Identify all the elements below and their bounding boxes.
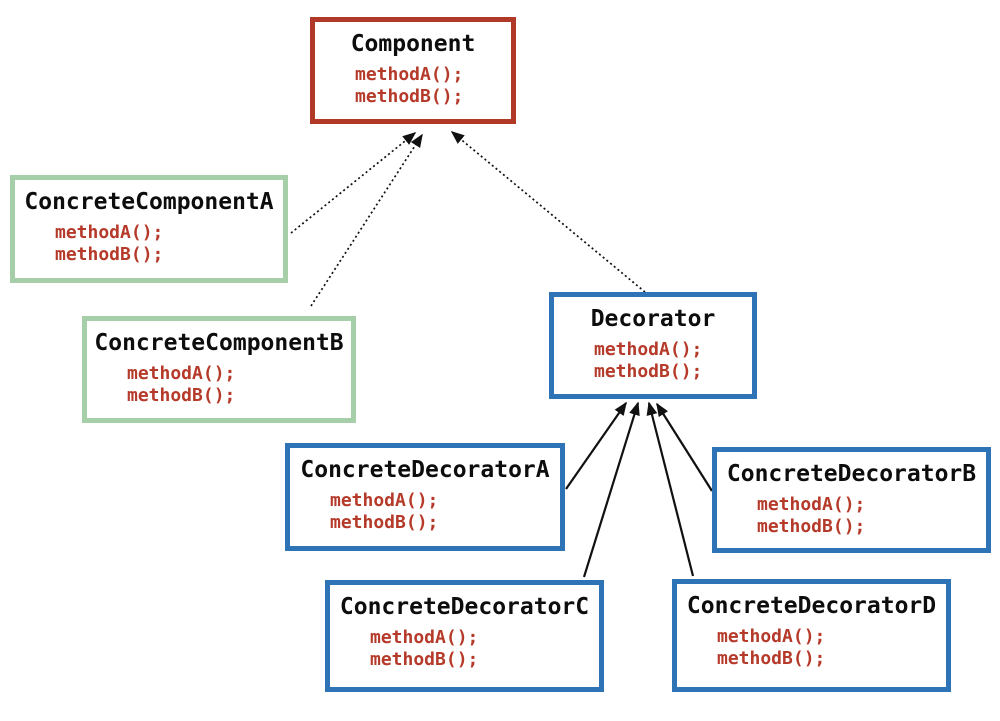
class-box-concrete-decorator-c: ConcreteDecoratorC methodA(); methodB();	[325, 580, 604, 692]
class-methods-concrete-component-b: methodA(); methodB();	[127, 363, 351, 407]
class-box-concrete-decorator-d: ConcreteDecoratorD methodA(); methodB();	[672, 579, 951, 692]
arrow-concrete-decorator-d-to-decorator	[646, 401, 695, 577]
method-line: methodA();	[717, 626, 826, 647]
method-line: methodA();	[127, 363, 236, 384]
method-line: methodA();	[370, 627, 479, 648]
inheritance-arrow-decorator-to-component	[450, 131, 646, 293]
class-box-concrete-decorator-b: ConcreteDecoratorB methodA(); methodB();	[712, 447, 991, 553]
method-line: methodB();	[370, 649, 479, 670]
method-line: methodB();	[717, 648, 826, 669]
class-methods-concrete-decorator-c: methodA(); methodB();	[370, 627, 599, 671]
class-box-concrete-component-b: ConcreteComponentB methodA(); methodB();	[82, 316, 356, 423]
method-line: methodA();	[355, 64, 464, 85]
class-methods-concrete-decorator-d: methodA(); methodB();	[717, 626, 946, 670]
inheritance-arrow-concrete-component-b-to-component	[310, 133, 423, 307]
class-methods-concrete-decorator-a: methodA(); methodB();	[330, 490, 560, 534]
class-box-component: Component methodA(); methodB();	[310, 17, 516, 124]
method-line: methodB();	[127, 385, 236, 406]
class-methods-concrete-decorator-b: methodA(); methodB();	[757, 494, 986, 538]
arrow-concrete-decorator-a-to-decorator	[565, 401, 627, 490]
class-box-concrete-decorator-a: ConcreteDecoratorA methodA(); methodB();	[285, 443, 565, 551]
class-name-concrete-decorator-b: ConcreteDecoratorB	[726, 461, 977, 487]
method-line: methodA();	[55, 222, 164, 243]
class-name-concrete-component-a: ConcreteComponentA	[24, 189, 274, 215]
class-box-decorator: Decorator methodA(); methodB();	[549, 292, 757, 399]
class-methods-decorator: methodA(); methodB();	[594, 339, 752, 383]
arrow-concrete-decorator-c-to-decorator	[582, 401, 640, 578]
method-line: methodB();	[355, 86, 464, 107]
method-line: methodA();	[594, 339, 703, 360]
class-name-decorator: Decorator	[590, 306, 716, 332]
method-line: methodA();	[757, 494, 866, 515]
class-box-concrete-component-a: ConcreteComponentA methodA(); methodB();	[10, 175, 288, 283]
class-name-concrete-decorator-d: ConcreteDecoratorD	[686, 593, 937, 619]
class-name-component: Component	[350, 31, 476, 57]
method-line: methodB();	[594, 361, 703, 382]
class-name-concrete-component-b: ConcreteComponentB	[94, 330, 344, 356]
arrow-concrete-decorator-b-to-decorator	[656, 402, 713, 492]
method-line: methodB();	[55, 244, 164, 265]
method-line: methodB();	[330, 512, 439, 533]
class-methods-component: methodA(); methodB();	[355, 64, 511, 108]
inheritance-arrow-concrete-component-a-to-component	[290, 132, 417, 234]
class-methods-concrete-component-a: methodA(); methodB();	[55, 222, 283, 266]
method-line: methodA();	[330, 490, 439, 511]
method-line: methodB();	[757, 516, 866, 537]
class-name-concrete-decorator-c: ConcreteDecoratorC	[339, 594, 590, 620]
class-name-concrete-decorator-a: ConcreteDecoratorA	[300, 457, 550, 483]
